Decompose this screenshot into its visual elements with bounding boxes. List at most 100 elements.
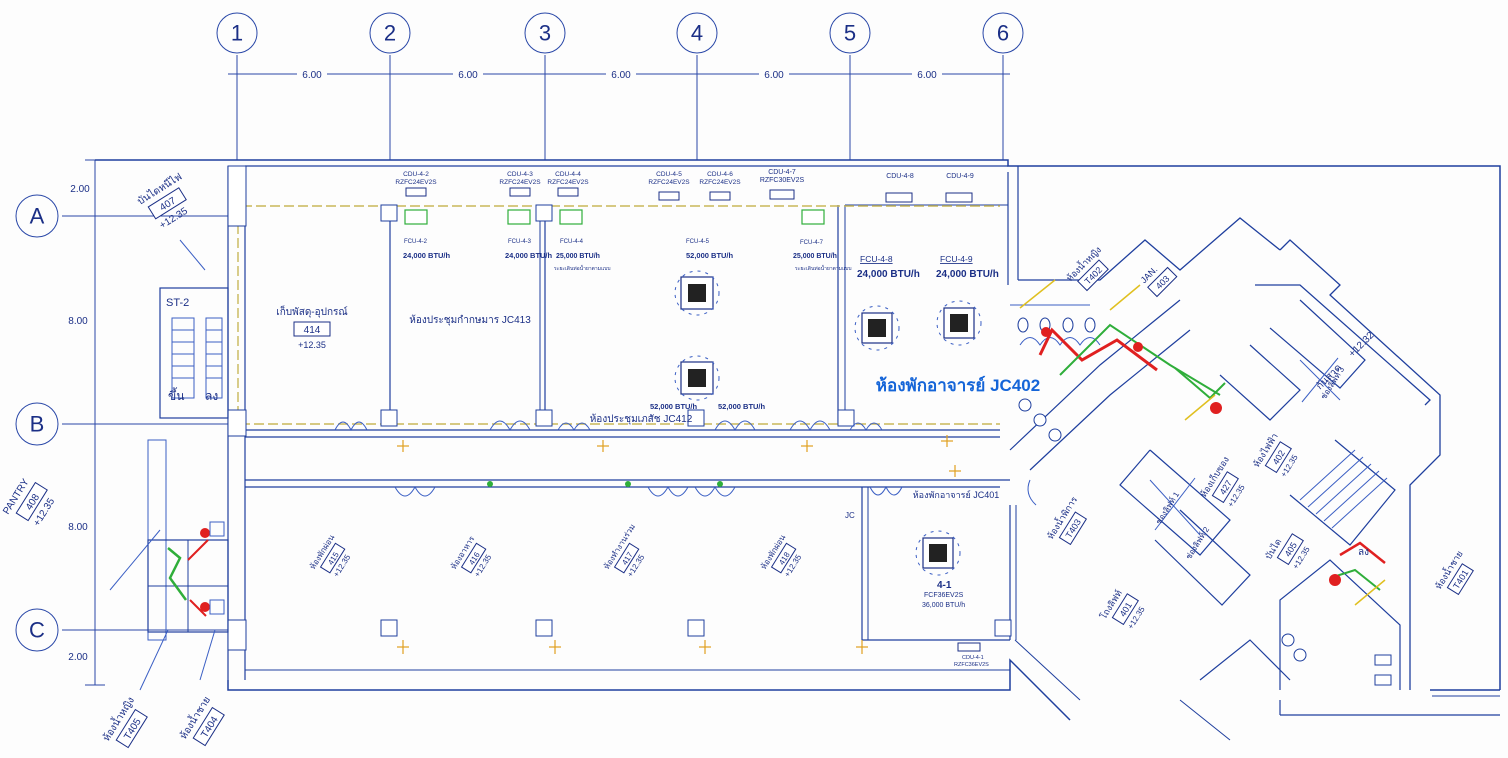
svg-text:2: 2 [384,21,396,46]
tag-electrical-402: ห้องไฟฟ้า 402 +12.35 [1251,431,1300,478]
svg-text:ระยะเดินท่อน้ำยาตามแบบ: ระยะเดินท่อน้ำยาตามแบบ [795,263,852,272]
svg-text:+12.32: +12.32 [1347,330,1377,360]
grid-bubble-C: C [15,608,59,652]
room-jc412-label: ห้องประชุมเภสัช JC412 [590,413,693,425]
tag-toilet-t401: ห้องน้ำชาย T401 [1432,548,1474,596]
svg-text:FCU-4-4: FCU-4-4 [560,239,584,245]
svg-text:52,000 BTU/h: 52,000 BTU/h [686,251,734,260]
fcu-4-8: FCU-4-8 24,000 BTU/h [854,254,920,351]
room-jc402-title: ห้องพักอาจารย์ JC402 [876,375,1040,395]
cdu-4-2: CDU-4-2 RZFC24EV2S [395,171,437,197]
cdu-4-8: CDU-4-8 [885,173,914,203]
tag-room-417: ห้องทำงานร่วม 417 +12.35 [602,522,647,578]
tag-room-418: ห้องพักผ่อน 418 +12.35 [759,533,804,579]
fcu-4-6: 52,000 BTU/h 52,000 BTU/h [650,355,766,411]
svg-text:4: 4 [691,21,703,46]
cdu-row: CDU-4-2 RZFC24EV2S CDU-4-3 RZFC24EV2S CD… [395,169,974,203]
dim-row-4: 2.00 [68,652,88,663]
svg-text:24,000 BTU/h: 24,000 BTU/h [857,269,920,280]
grid-bubble-B: B [15,402,59,446]
jc-mark: JC [845,511,855,520]
fcu-4-2: FCU-4-2 24,000 BTU/h [403,209,451,260]
svg-text:FCU-4-5: FCU-4-5 [686,239,710,245]
tag-store-427: ห้องเก็บของ 427 +12.35 [1197,454,1247,509]
svg-text:RZFC24EV2S: RZFC24EV2S [648,179,690,186]
svg-text:FCF36EV2S: FCF36EV2S [924,592,964,599]
svg-text:CDU-4-5: CDU-4-5 [656,171,682,178]
svg-text:25,000 BTU/h: 25,000 BTU/h [793,253,837,260]
interior-walls [245,204,1017,641]
east-wing [397,217,1500,741]
grid-column-bubbles: 1 2 3 4 5 6 [216,12,1024,54]
room-414: เก็บพัสดุ-อุปกรณ์ 414 +12.35 [276,304,347,350]
room-jc401-label: ห้องพักอาจารย์ JC401 [913,489,1000,500]
stair-st2: ST-2 ขึ้น ลง [159,287,229,419]
grid-bubble-5: 5 [829,12,871,54]
svg-text:ระยะเดินท่อน้ำยาตามแบบ: ระยะเดินท่อน้ำยาตามแบบ [554,263,611,272]
fcu-4-3: FCU-4-3 24,000 BTU/h [505,209,553,260]
svg-text:RZFC36EV2S: RZFC36EV2S [954,662,989,668]
svg-text:CDU-4-6: CDU-4-6 [707,171,733,178]
grid-bubble-1: 1 [216,12,258,54]
cdu-4-4: CDU-4-4 RZFC24EV2S [547,171,589,197]
tag-room-416: ห้องอาหาร 416 +12.35 [449,534,494,579]
cdu-4-9: CDU-4-9 [945,173,974,203]
fcu-cassette-units: FCU-4-5 52,000 BTU/h 52,000 BTU/h 52,000… [650,239,999,668]
fcu-4-9: FCU-4-9 24,000 BTU/h [936,254,999,346]
svg-text:6: 6 [997,21,1009,46]
fcu-4-4: FCU-4-4 25,000 BTU/h ระยะเดินท่อน้ำยาตาม… [554,209,611,272]
svg-text:CDU-4-4: CDU-4-4 [555,171,581,178]
corridor-doors [334,420,1037,506]
svg-text:CDU-4-1: CDU-4-1 [962,655,984,661]
tag-canopy: กันสาด +12.32 [1314,330,1376,392]
svg-text:FCU-4-2: FCU-4-2 [404,239,428,245]
dim-row-1: 2.00 [70,184,90,195]
svg-text:5: 5 [844,21,856,46]
svg-text:52,000 BTU/h: 52,000 BTU/h [718,402,766,411]
beam-lines [228,205,1000,425]
svg-text:36,000 BTU/h: 36,000 BTU/h [922,602,965,609]
fcu-4-1: 4-1 FCF36EV2S 36,000 BTU/h [915,530,965,609]
row-dimensions: 2.00 8.00 8.00 2.00 [68,184,90,663]
svg-text:24,000 BTU/h: 24,000 BTU/h [505,251,553,260]
grid-bubble-2: 2 [369,12,411,54]
tag-toilet-t405: ห้องน้ำหญิง T405 [99,629,169,749]
tag-room-415: ห้องพักผ่อน 415 +12.35 [308,533,353,579]
lift-1-label: ช่องลิฟท์ 1 [1153,489,1181,526]
lift-2-label: ช่องลิฟท์ 2 [1183,524,1211,561]
svg-text:4-1: 4-1 [937,580,952,591]
column-dimensions: 6.00 6.00 6.00 6.00 6.00 [297,68,942,81]
room-414-number: 414 [304,325,321,336]
left-service-zone [147,439,229,641]
svg-text:RZFC24EV2S: RZFC24EV2S [499,179,541,186]
svg-text:52,000 BTU/h: 52,000 BTU/h [650,402,698,411]
dim-2-3: 6.00 [458,70,478,81]
dim-5-6: 6.00 [917,70,937,81]
svg-text:RZFC24EV2S: RZFC24EV2S [547,179,589,186]
cdu-4-1: CDU-4-1 RZFC36EV2S [954,642,989,668]
svg-text:3: 3 [539,21,551,46]
svg-text:A: A [30,204,45,229]
tag-toilet-t404: ห้องน้ำชาย T404 [176,629,225,747]
east-stair-down-label: ลง [1358,547,1369,558]
stair-label: ST-2 [166,297,189,309]
svg-text:B: B [30,412,45,437]
room-jc413-label: ห้องประชุมกำกษมาร JC413 [409,314,531,326]
stair-up-label: ขึ้น [168,387,184,403]
dim-row-3: 8.00 [68,522,88,533]
grid-bubble-A: A [15,194,59,238]
svg-text:C: C [29,618,45,643]
tag-jan-403: JAN. 403 [1139,264,1178,298]
grid-bubble-4: 4 [676,12,718,54]
svg-text:CDU-4-7: CDU-4-7 [768,169,796,176]
svg-text:RZFC24EV2S: RZFC24EV2S [395,179,437,186]
grid-row-bubbles: A B C [15,194,59,652]
svg-text:1: 1 [231,21,243,46]
cdu-4-7: CDU-4-7 RZFC30EV2S [760,169,804,200]
svg-text:FCU-4-9: FCU-4-9 [940,254,973,264]
svg-text:CDU-4-9: CDU-4-9 [946,173,974,180]
svg-text:RZFC24EV2S: RZFC24EV2S [699,179,741,186]
fcu-4-7: FCU-4-7 25,000 BTU/h ระยะเดินท่อน้ำยาตาม… [793,209,852,272]
tag-lift-lobby-401: โถงลิฟท์ 401 +12.35 [1097,588,1147,631]
svg-text:FCU-4-7: FCU-4-7 [800,240,824,246]
